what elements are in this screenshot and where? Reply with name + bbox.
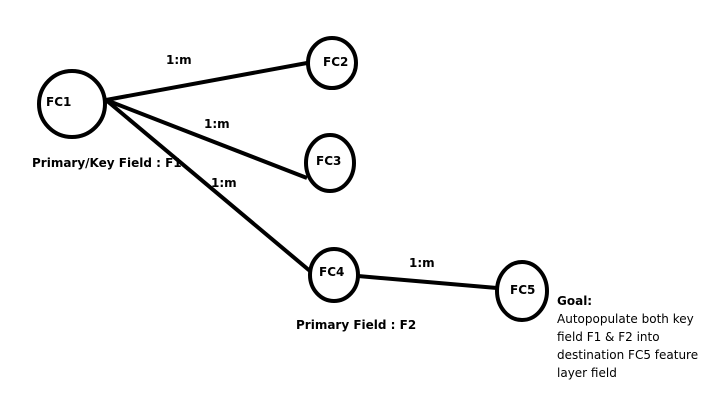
node-fc2: [306, 36, 358, 90]
edge-label-fc4-fc5: 1:m: [409, 256, 435, 270]
fc4-key-field-note: Primary Field : F2: [296, 318, 416, 332]
fc1-key-field-note: Primary/Key Field : F1: [32, 156, 182, 170]
node-fc3: [304, 133, 356, 193]
node-fc5: [495, 260, 549, 322]
node-fc4: [308, 247, 360, 303]
edge-fc4-fc5: [357, 274, 498, 290]
goal-note: Goal: Autopopulate both key field F1 & F…: [557, 292, 717, 382]
node-label-fc4: FC4: [319, 265, 344, 279]
goal-line: destination FC5 feature: [557, 348, 699, 362]
node-label-fc1: FC1: [46, 95, 71, 109]
goal-line: field F1 & F2 into: [557, 330, 660, 344]
node-label-fc5: FC5: [510, 283, 535, 297]
goal-line: Autopopulate both key: [557, 312, 694, 326]
edge-label-fc1-fc4: 1:m: [211, 176, 237, 190]
goal-title: Goal:: [557, 294, 593, 308]
node-fc1: [37, 69, 107, 139]
edge-label-fc1-fc2: 1:m: [166, 53, 192, 67]
node-label-fc3: FC3: [316, 154, 341, 168]
node-label-fc2: FC2: [323, 55, 348, 69]
edge-fc1-fc2: [105, 61, 308, 102]
goal-line: layer field: [557, 366, 617, 380]
edge-fc1-fc4: [104, 98, 312, 273]
edge-label-fc1-fc3: 1:m: [204, 117, 230, 131]
edge-fc1-fc3: [105, 98, 308, 180]
